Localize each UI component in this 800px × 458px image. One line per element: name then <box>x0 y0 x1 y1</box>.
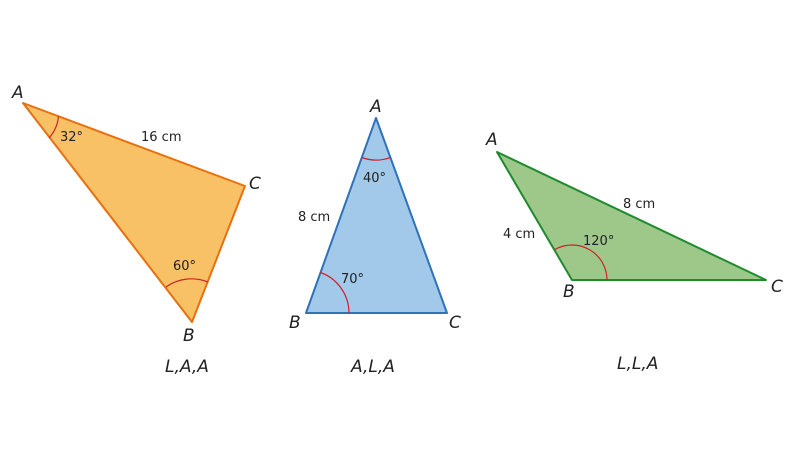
vertex-b-label: B <box>563 282 575 302</box>
vertex-c-label: C <box>771 277 783 297</box>
angle-b-arc <box>165 278 208 288</box>
angle-a-arc <box>48 116 60 139</box>
angle-a-value: 32° <box>60 130 83 145</box>
triangle-1-shape <box>22 102 246 323</box>
vertex-c-label: C <box>249 174 261 194</box>
side-ac-length: 8 cm <box>623 197 655 212</box>
vertex-a-label: A <box>369 97 382 117</box>
caption-lla-green: L,L,A <box>617 354 658 374</box>
side-ab-length: 8 cm <box>298 210 330 225</box>
triangle-lla-orange: A C B 32° 16 cm 60° <box>11 83 261 346</box>
angle-a-value: 40° <box>363 171 386 186</box>
vertex-b-label: B <box>289 313 301 333</box>
angle-a-arc <box>361 156 391 161</box>
vertex-a-label: A <box>485 130 498 150</box>
angle-b-value: 120° <box>583 234 614 249</box>
vertex-a-label: A <box>11 83 24 103</box>
angle-b-value: 70° <box>341 272 364 287</box>
angle-b-value: 60° <box>173 259 196 274</box>
vertex-c-label: C <box>449 313 461 333</box>
angle-b-arc <box>320 271 350 314</box>
triangle-ala-blue: A B C 40° 8 cm 70° <box>289 97 461 333</box>
side-ac-length: 16 cm <box>141 130 182 145</box>
vertex-b-label: B <box>183 326 195 346</box>
angle-b-arc <box>553 244 608 281</box>
triangle-lla-green: A B C 4 cm 8 cm 120° <box>485 130 783 302</box>
triangle-2-shape <box>305 117 448 314</box>
triangle-3-shape <box>496 151 767 281</box>
side-ab-length: 4 cm <box>503 227 535 242</box>
caption-ala: A,L,A <box>350 357 395 377</box>
caption-lla: L,A,A <box>165 357 209 377</box>
